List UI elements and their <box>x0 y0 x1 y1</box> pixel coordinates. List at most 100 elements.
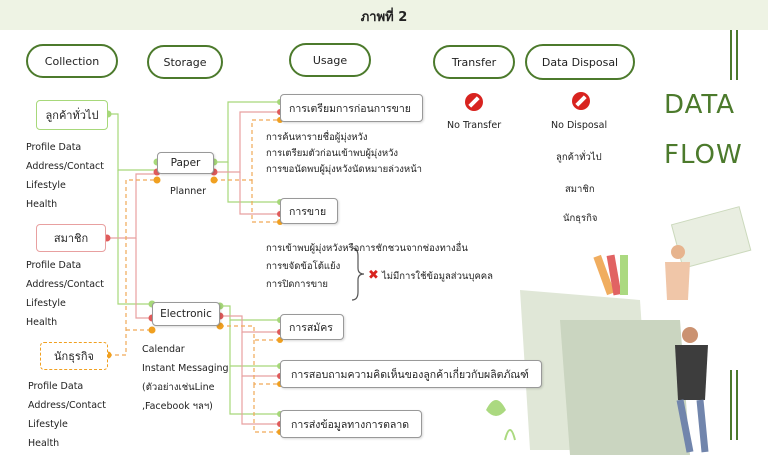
usage-label: การเตรียมการก่อนการขาย <box>289 102 411 115</box>
connector-electronic-usage-8 <box>253 340 280 385</box>
usage-item-survey: การสอบถามความคิดเห็นของลูกค้าเกี่ยวกับผล… <box>280 360 542 388</box>
field-health: Health <box>26 317 58 328</box>
usage-header: Usage <box>289 43 371 77</box>
connector-paper-usage-6 <box>251 180 280 223</box>
transfer-header: Transfer <box>433 45 515 79</box>
illustration-grass <box>504 429 516 441</box>
presale-notes: การค้นหารายชื่อผู้มุ่งหวัง การเตรียมตัวก… <box>266 130 422 178</box>
customer-general-box: ลูกค้าทั่วไป <box>36 100 108 130</box>
illustration-swatch-1 <box>593 254 615 296</box>
connector-paper-usage-2 <box>227 162 280 203</box>
field-address: Address/Contact <box>26 161 104 172</box>
storage-paper-label: Paper <box>170 157 201 169</box>
field-address: Address/Contact <box>28 400 106 411</box>
disposal-label: Data Disposal <box>541 55 619 69</box>
transfer-text: No Transfer <box>447 120 502 131</box>
collection-header: Collection <box>26 44 118 78</box>
customer-general-label: ลูกค้าทั่วไป <box>45 109 99 122</box>
sub-calendar: Calendar <box>142 344 185 355</box>
transfer-label: Transfer <box>451 55 497 69</box>
illustration-person1-head <box>671 245 685 259</box>
collection-label: Collection <box>44 54 100 68</box>
note-item: การเข้าพบผู้มุ่งหวังหรือการชักชวนจากช่อง… <box>266 243 468 254</box>
no-personal-text: ไม่มีการใช้ข้อมูลส่วนบุคคล <box>381 271 493 282</box>
customer-member-box: สมาชิก <box>36 224 106 252</box>
storage-electronic-sub: Calendar Instant Messaging (ตัวอย่างเช่น… <box>142 340 229 416</box>
usage-label: การส่งข้อมูลทางการตลาด <box>291 418 410 431</box>
illustration-person2-legs <box>676 399 709 453</box>
storage-paper-box: Paper <box>157 152 214 174</box>
sub-example: (ตัวอย่างเช่นLine <box>142 382 215 393</box>
sale-notes: การเข้าพบผู้มุ่งหวังหรือการชักชวนจากช่อง… <box>266 240 468 294</box>
field-lifestyle: Lifestyle <box>26 298 66 309</box>
field-profile: Profile Data <box>28 381 84 392</box>
usage-label: การสอบถามความคิดเห็นของลูกค้าเกี่ยวกับผล… <box>291 368 529 381</box>
disposal-text: No Disposal <box>551 120 608 131</box>
illustration <box>486 206 752 455</box>
sub-messaging: Instant Messaging <box>142 363 229 374</box>
note-item: การขอนัดพบผู้มุ่งหวังนัดหมายล่วงหน้า <box>266 164 423 175</box>
illustration-person2-body <box>675 345 708 400</box>
connector-paper-usage-5 <box>214 119 280 181</box>
connector-electronic-usage-4 <box>220 315 280 333</box>
connector-customer1-paper <box>108 113 157 171</box>
field-address: Address/Contact <box>26 279 104 290</box>
illustration-folder-front <box>560 320 690 455</box>
connector-paper-usage-3 <box>214 111 280 173</box>
cross-icon: ✖ <box>368 268 379 283</box>
dot-elec-in-3 <box>148 326 156 334</box>
connector-member-paper <box>107 173 157 239</box>
field-profile: Profile Data <box>26 260 82 271</box>
usage-item-sale: การขาย <box>280 198 338 224</box>
connector-electronic-usage-3 <box>229 366 280 415</box>
disposal-item: สมาชิก <box>565 184 595 195</box>
connector-paper-usage-4 <box>239 172 280 215</box>
connector-electronic-usage <box>220 305 280 321</box>
customer-member-fields: Profile Data Address/Contact Lifestyle H… <box>26 256 104 332</box>
note-item: การค้นหารายชื่อผู้มุ่งหวัง <box>266 132 368 143</box>
connector-electronic-usage-2 <box>229 320 280 367</box>
no-personal-data-note: ✖ ไม่มีการใช้ข้อมูลส่วนบุคคล <box>368 268 493 284</box>
field-lifestyle: Lifestyle <box>28 419 68 430</box>
sub-facebook: ,Facebook ฯลฯ) <box>142 401 213 412</box>
customer-business-box: นักธุรกิจ <box>40 342 108 370</box>
storage-header: Storage <box>147 45 223 79</box>
connector-electronic-usage-6 <box>241 376 280 425</box>
field-health: Health <box>28 438 60 449</box>
dot-paper-out-3 <box>210 176 218 184</box>
illustration-swatch-3 <box>620 255 628 295</box>
field-lifestyle: Lifestyle <box>26 180 66 191</box>
storage-paper-sub: Planner <box>170 186 206 197</box>
note-item: การขจัดข้อโต้แย้ง <box>266 261 341 272</box>
connector-business-paper <box>108 179 157 356</box>
illustration-card <box>670 206 752 269</box>
illustration-person2-head <box>682 327 698 343</box>
note-item: การปิดการขาย <box>266 279 328 290</box>
usage-label: การสมัคร <box>289 321 333 334</box>
no-transfer-icon <box>465 93 483 111</box>
storage-label: Storage <box>163 55 207 69</box>
page-title: ภาพที่ 2 <box>360 10 408 25</box>
customer-general-fields: Profile Data Address/Contact Lifestyle H… <box>26 138 104 214</box>
illustration-leaf <box>486 400 506 416</box>
no-disposal-icon <box>572 92 590 110</box>
field-health: Health <box>26 199 58 210</box>
illustration-swatch-2 <box>606 254 622 296</box>
note-item: การเตรียมตัวก่อนเข้าพบผู้มุ่งหวัง <box>266 148 399 159</box>
storage-electronic-box: Electronic <box>152 302 220 326</box>
sales-notes-brace <box>351 247 365 301</box>
header-bar: ภาพที่ 2 <box>0 0 768 30</box>
connector-electronic-usage-7 <box>220 325 280 341</box>
field-profile: Profile Data <box>26 142 82 153</box>
usage-item-apply: การสมัคร <box>280 314 344 340</box>
customer-business-label: นักธุรกิจ <box>54 350 94 363</box>
connector-paper-usage <box>214 101 280 163</box>
customer-member-label: สมาชิก <box>53 232 89 245</box>
disposal-header: Data Disposal <box>525 44 635 80</box>
data-flow-title-line1: DATA <box>664 90 735 120</box>
customer-business-fields: Profile Data Address/Contact Lifestyle H… <box>28 377 106 453</box>
usage-label: การขาย <box>289 205 327 218</box>
connector-electronic-usage-5 <box>241 332 280 377</box>
connector-member-electronic <box>135 238 152 319</box>
